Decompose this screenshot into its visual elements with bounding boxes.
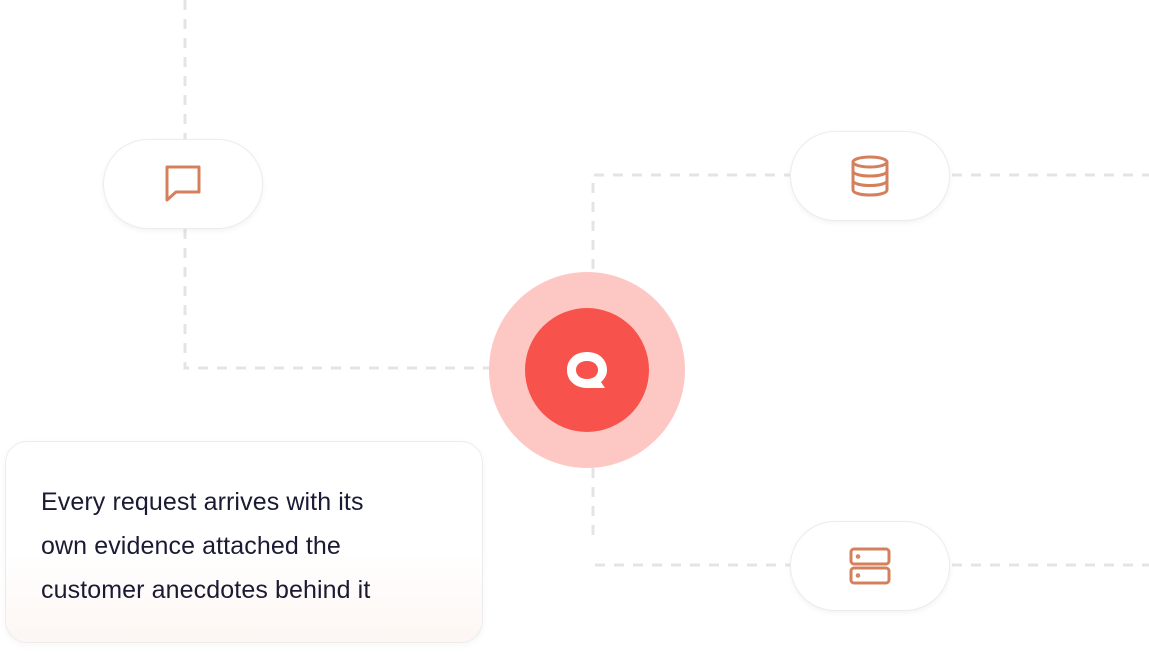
database-node [790,131,950,221]
q-logo-icon [567,352,607,388]
server-node [790,521,950,611]
hub-node [525,308,649,432]
caption-text: Every request arrives with its own evide… [41,488,371,604]
hub-halo [489,272,685,468]
caption-card: Every request arrives with its own evide… [5,441,483,643]
chat-bubble-icon [165,165,201,202]
connector-chat-hub [183,229,530,370]
database-icon [851,155,889,197]
chat-node [103,139,263,229]
server-icon [849,547,891,585]
